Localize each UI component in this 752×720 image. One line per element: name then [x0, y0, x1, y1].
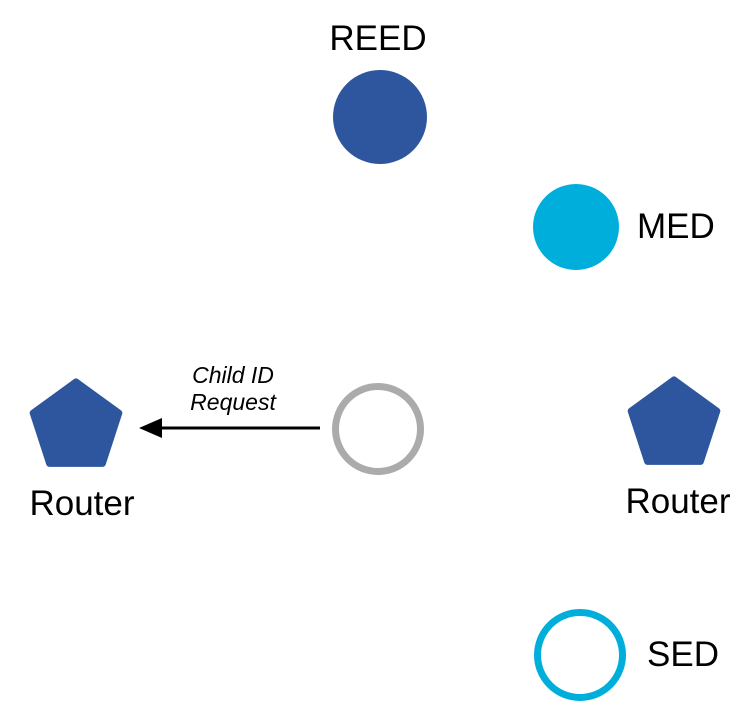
- node-reed-label: REED: [329, 19, 427, 58]
- node-joiner-circle: [332, 383, 424, 475]
- node-med-circle: [533, 184, 619, 270]
- child-id-request-label-line2: Request: [190, 389, 276, 415]
- node-router-left-pentagon: [29, 378, 123, 467]
- child-id-request-arrow-head: [139, 418, 162, 438]
- node-sed-label: SED: [647, 635, 719, 674]
- node-med-label: MED: [637, 207, 715, 246]
- child-id-request-label-line1: Child ID: [192, 362, 274, 388]
- node-sed-circle: [534, 609, 626, 701]
- node-router-left-label: Router: [29, 484, 135, 523]
- node-reed-circle: [333, 70, 427, 164]
- node-router-right-pentagon: [627, 376, 721, 465]
- child-id-request-label: Child ID Request: [190, 362, 276, 416]
- node-router-right-label: Router: [625, 482, 731, 521]
